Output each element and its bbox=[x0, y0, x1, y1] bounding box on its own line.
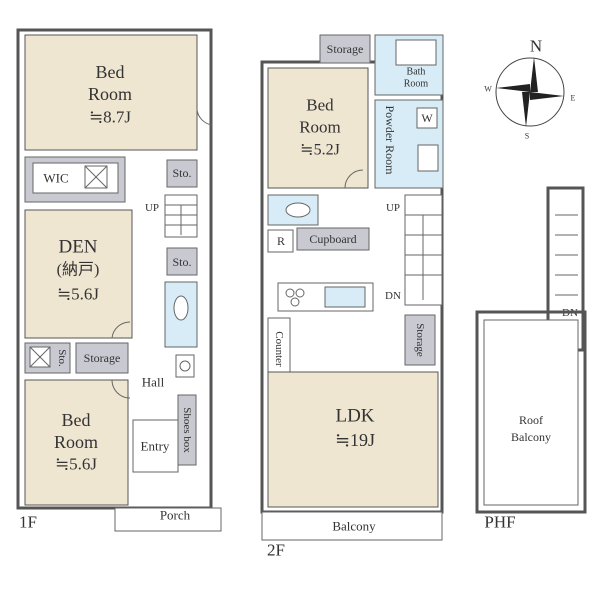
washer-label: W bbox=[421, 111, 433, 125]
roof-balcony bbox=[475, 310, 587, 514]
bedroom-top-label-1: Bed bbox=[96, 62, 125, 82]
compass-west: W bbox=[484, 85, 492, 94]
compass-needle-icon bbox=[530, 92, 564, 100]
cupboard-label: Cupboard bbox=[309, 232, 356, 246]
sink-bowl-icon bbox=[179, 360, 191, 372]
compass-needle-icon bbox=[530, 57, 538, 92]
wic-box-cross bbox=[84, 165, 108, 189]
bedroom-top bbox=[24, 34, 198, 151]
shoes-box bbox=[177, 394, 197, 466]
stove-burner-icon bbox=[285, 288, 295, 298]
cupboard bbox=[296, 227, 370, 251]
toilet-2f-icon bbox=[285, 202, 311, 218]
bedroom-2f-size: ≒5.2J bbox=[300, 142, 340, 159]
storage-3-label: Sto. bbox=[56, 349, 68, 367]
floor-2f: Storage Bath Room Bed Room ≒5.2J Powder … bbox=[260, 34, 444, 560]
powder-room-label: Powder Room bbox=[383, 106, 397, 176]
bedroom-top-size: ≒8.7J bbox=[89, 108, 131, 127]
shoes-box-label: Shoes box bbox=[181, 407, 193, 453]
roof-balcony-label-1: Roof bbox=[519, 413, 543, 427]
bath-label-1: Bath bbox=[407, 67, 426, 78]
ldk-label: LDK bbox=[335, 406, 374, 427]
floor-phf: DN Roof Balcony PHF bbox=[475, 186, 587, 532]
roof-balcony-inner bbox=[483, 319, 579, 506]
compass: N E S W bbox=[484, 37, 575, 141]
washer-box bbox=[416, 107, 438, 129]
storage-top bbox=[319, 34, 371, 64]
floor-label-phf: PHF bbox=[484, 513, 515, 532]
kitchen-sink bbox=[324, 286, 366, 308]
stairs-dn-label: DN bbox=[385, 290, 401, 302]
refrigerator-label: R bbox=[277, 234, 285, 248]
bedroom-bottom-size: ≒5.6J bbox=[55, 455, 97, 474]
refrigerator-box bbox=[267, 229, 294, 253]
bedroom-bottom bbox=[24, 379, 129, 506]
den-label-2: (納戸) bbox=[57, 261, 100, 279]
compass-east: E bbox=[571, 94, 576, 103]
entry-label: Entry bbox=[141, 439, 170, 454]
storage-right-label: Storage bbox=[414, 323, 426, 357]
floor-1f: Bed Room ≒8.7J WIC Sto. UP Sto. DEN ( bbox=[16, 28, 222, 532]
storage-4 bbox=[75, 342, 129, 374]
compass-needle-icon bbox=[496, 84, 530, 92]
den-size: ≒5.6J bbox=[57, 285, 99, 304]
door-swing bbox=[196, 109, 213, 126]
bathtub-icon bbox=[395, 39, 437, 66]
door-swing bbox=[111, 321, 131, 339]
compass-north: N bbox=[530, 37, 542, 56]
bath-label-2: Room bbox=[404, 79, 429, 90]
toilet-icon bbox=[173, 295, 189, 321]
stove-burner-icon bbox=[295, 288, 305, 298]
bedroom-top-label-2: Room bbox=[88, 84, 132, 104]
stairs-up-label: UP bbox=[386, 202, 400, 214]
bedroom-2f-label-1: Bed bbox=[306, 96, 334, 115]
door-swing bbox=[344, 169, 364, 189]
compass-ring-icon bbox=[495, 57, 565, 127]
den-label-1: DEN bbox=[58, 237, 97, 258]
hall-label: Hall bbox=[142, 375, 165, 390]
ldk-room bbox=[267, 371, 439, 508]
stairs-up-label: UP bbox=[145, 202, 159, 214]
porch-label: Porch bbox=[160, 508, 191, 523]
balcony-2f bbox=[261, 511, 443, 541]
roof-balcony-label-2: Balcony bbox=[511, 430, 551, 444]
storage-3-cross bbox=[29, 346, 51, 368]
bedroom-bottom-label-1: Bed bbox=[62, 410, 91, 430]
storage-2 bbox=[166, 247, 198, 276]
floor-label-1f: 1F bbox=[19, 513, 37, 532]
storage-1-label: Sto. bbox=[172, 166, 191, 180]
porch bbox=[114, 507, 222, 532]
bedroom-bottom-label-2: Room bbox=[54, 432, 98, 452]
floor-label-2f: 2F bbox=[267, 541, 285, 560]
balcony-label: Balcony bbox=[332, 519, 376, 534]
bedroom-2f bbox=[267, 67, 369, 189]
storage-top-label: Storage bbox=[327, 42, 364, 56]
storage-4-label: Storage bbox=[84, 351, 121, 365]
ldk-size: ≒19J bbox=[335, 430, 375, 450]
vanity-icon bbox=[417, 144, 439, 172]
wic-label: WIC bbox=[43, 171, 68, 186]
compass-south: S bbox=[525, 132, 529, 141]
bedroom-2f-label-2: Room bbox=[299, 118, 341, 137]
storage-1 bbox=[166, 159, 198, 188]
den-room bbox=[24, 209, 133, 339]
door-swing bbox=[111, 379, 131, 399]
stove-burner-icon bbox=[290, 297, 300, 307]
storage-right bbox=[404, 314, 436, 366]
counter-label: Counter bbox=[273, 331, 285, 367]
storage-2-label: Sto. bbox=[172, 255, 191, 269]
compass-needle-icon bbox=[522, 92, 530, 127]
